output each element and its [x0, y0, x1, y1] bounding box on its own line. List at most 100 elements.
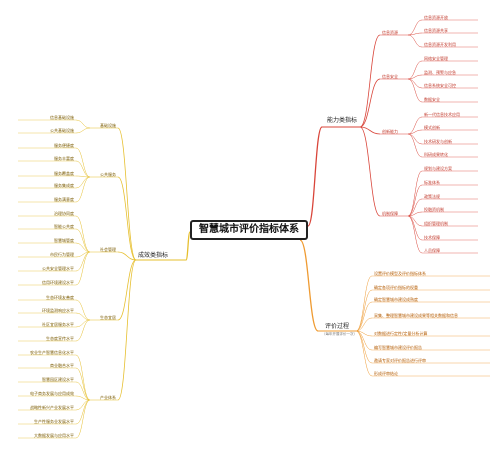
capability-item-1-1[interactable]: 监测、预警与应急: [424, 70, 456, 75]
results-item-3-1[interactable]: 环境监测响应水平: [42, 308, 74, 313]
link-results-item-1-2: [75, 175, 91, 178]
capability-item-3-2[interactable]: 政策法规: [424, 194, 440, 199]
link-process-item-7: [355, 330, 373, 377]
results-group-0[interactable]: 基础设施: [100, 123, 116, 128]
capability-group-3[interactable]: 机制保障: [382, 211, 398, 216]
capability-item-0-1[interactable]: 信息资源共享: [424, 28, 448, 33]
link-process-item-2: [355, 301, 373, 332]
link-results-item-0-1: [75, 127, 91, 134]
capability-item-3-3[interactable]: 投融资机制: [424, 207, 444, 212]
link-process-item-0: [355, 275, 373, 332]
link-capability-item-1-0: [407, 60, 423, 80]
link-capability-item-0-1: [407, 32, 423, 36]
link-capability-item-0-0: [407, 19, 423, 36]
capability-group-2[interactable]: 创新能力: [382, 129, 398, 134]
link-results-group-3: [117, 259, 137, 321]
results-item-2-0[interactable]: 治理协同度: [54, 211, 74, 216]
process-item-1[interactable]: 确定各项评价指标的权重: [374, 285, 418, 290]
link-capability-item-2-0: [407, 116, 423, 135]
capability-item-2-3[interactable]: 科研成果转化: [424, 152, 448, 157]
process-item-0[interactable]: 设置评价模型及评价指标体系: [374, 271, 426, 276]
results-item-1-2[interactable]: 服务覆盖度: [54, 171, 74, 176]
link-results-item-1-3: [75, 176, 91, 189]
capability-item-2-0[interactable]: 新一代信息技术应用: [424, 112, 460, 117]
link-results-item-4-3: [75, 395, 91, 401]
link-root-process: [299, 239, 319, 332]
link-capability-item-2-3: [407, 133, 423, 158]
results-group-4[interactable]: 产业体系: [100, 395, 116, 400]
process-item-4[interactable]: 对数据进行定性/定量分析计算: [374, 331, 428, 336]
link-results-item-4-0: [75, 354, 91, 401]
link-root-results: [185, 231, 191, 261]
link-capability-group-3: [359, 126, 381, 217]
capability-group-0[interactable]: 信息资源: [382, 30, 398, 35]
link-capability-item-0-2: [407, 34, 423, 48]
capability-item-1-2[interactable]: 信息系统安全可控: [424, 83, 456, 88]
capability-item-3-0[interactable]: 规划与建设方案: [424, 166, 452, 171]
link-results-item-1-4: [75, 176, 91, 203]
results-item-1-0[interactable]: 服务便捷度: [54, 143, 74, 148]
capability-item-1-0[interactable]: 网络安全管理: [424, 56, 448, 61]
link-capability-item-3-3: [407, 211, 423, 217]
branch-process-subtitle: （每年开展评价一次）: [322, 332, 357, 336]
results-item-3-0[interactable]: 生态环境友善度: [46, 295, 74, 300]
link-results-item-3-0: [75, 299, 91, 321]
results-item-0-0[interactable]: 信息基础设施: [50, 115, 74, 120]
link-results-group-4: [117, 259, 137, 401]
process-item-2[interactable]: 确定智慧城市建设成熟度: [374, 297, 418, 302]
results-item-4-6[interactable]: 大数据发展与应用水平: [34, 433, 74, 438]
link-root-capability: [307, 126, 323, 227]
results-item-0-1[interactable]: 公共基础设施: [50, 128, 74, 133]
capability-item-0-2[interactable]: 信息资源开发利用: [424, 42, 456, 47]
results-item-4-5[interactable]: 生产性服务业发展水平: [34, 419, 74, 424]
capability-item-3-5[interactable]: 技术保障: [424, 235, 440, 240]
branch-results-title[interactable]: 成效类指标: [138, 252, 169, 259]
process-item-6[interactable]: 邀请专家对评价报告进行评审: [374, 358, 426, 363]
capability-item-0-0[interactable]: 信息资源开放: [424, 15, 448, 20]
results-item-3-3[interactable]: 生态度宣传水平: [46, 336, 74, 341]
process-item-7[interactable]: 形成评审结论: [374, 371, 398, 376]
link-results-item-3-3: [75, 319, 91, 342]
results-group-3[interactable]: 生态宜居: [100, 315, 116, 320]
results-item-1-1[interactable]: 服务丰富度: [54, 156, 74, 161]
link-capability-item-3-1: [407, 184, 423, 217]
process-item-5[interactable]: 编写智慧城市建设评价报告: [374, 345, 422, 350]
capability-item-3-6[interactable]: 人员保障: [424, 248, 440, 253]
results-item-2-5[interactable]: 信用环境建设水平: [42, 280, 74, 285]
results-item-4-3[interactable]: 电子商务发展与应用成效: [30, 391, 74, 396]
results-item-4-0[interactable]: 农业生产智慧信息化水平: [30, 350, 74, 355]
link-results-item-4-5: [75, 399, 91, 425]
results-item-2-2[interactable]: 智慧城管度: [54, 238, 74, 243]
capability-item-3-1[interactable]: 标准体系: [424, 180, 440, 185]
results-group-1[interactable]: 公共服务: [100, 172, 116, 177]
results-item-3-2[interactable]: 社区宜居服务水平: [42, 322, 74, 327]
capability-item-2-2[interactable]: 技术研发与创新: [424, 139, 452, 144]
link-capability-item-3-0: [407, 170, 423, 217]
root-node[interactable]: 智慧城市评价指标体系: [190, 220, 308, 240]
link-results-item-2-0: [75, 215, 91, 253]
results-item-4-2[interactable]: 智慧园区建设水平: [42, 377, 74, 382]
results-group-2[interactable]: 社会管理: [100, 247, 116, 252]
capability-item-3-4[interactable]: 组织管理机制: [424, 221, 448, 226]
link-results-group-0: [117, 127, 137, 261]
branch-capability-title[interactable]: 能力类指标: [327, 117, 358, 124]
results-item-4-4[interactable]: 战略性新兴产业发展水平: [30, 405, 74, 410]
branch-process-title[interactable]: 评价过程: [325, 323, 350, 330]
link-results-item-2-5: [75, 251, 91, 286]
results-item-2-1[interactable]: 智能公共度: [54, 224, 74, 229]
results-item-2-4[interactable]: 公共安全管理水平: [42, 266, 74, 271]
link-results-item-0-0: [75, 119, 91, 129]
link-capability-item-1-3: [407, 78, 423, 103]
link-capability-group-2: [359, 126, 381, 135]
results-item-1-4[interactable]: 服务满意度: [54, 197, 74, 202]
capability-item-2-1[interactable]: 模式创新: [424, 125, 440, 130]
link-capability-item-3-6: [407, 215, 423, 254]
results-item-2-3[interactable]: 市民行为管理: [50, 252, 74, 257]
process-item-3[interactable]: 采集、整理智慧城市建设成果等相关数据和信息: [374, 313, 458, 318]
link-capability-item-3-5: [407, 215, 423, 241]
capability-item-1-3[interactable]: 数据安全: [424, 97, 440, 102]
capability-group-1[interactable]: 信息安全: [382, 74, 398, 79]
results-item-1-3[interactable]: 服务集成度: [54, 183, 74, 188]
results-item-4-1[interactable]: 商业融合水平: [50, 363, 74, 368]
